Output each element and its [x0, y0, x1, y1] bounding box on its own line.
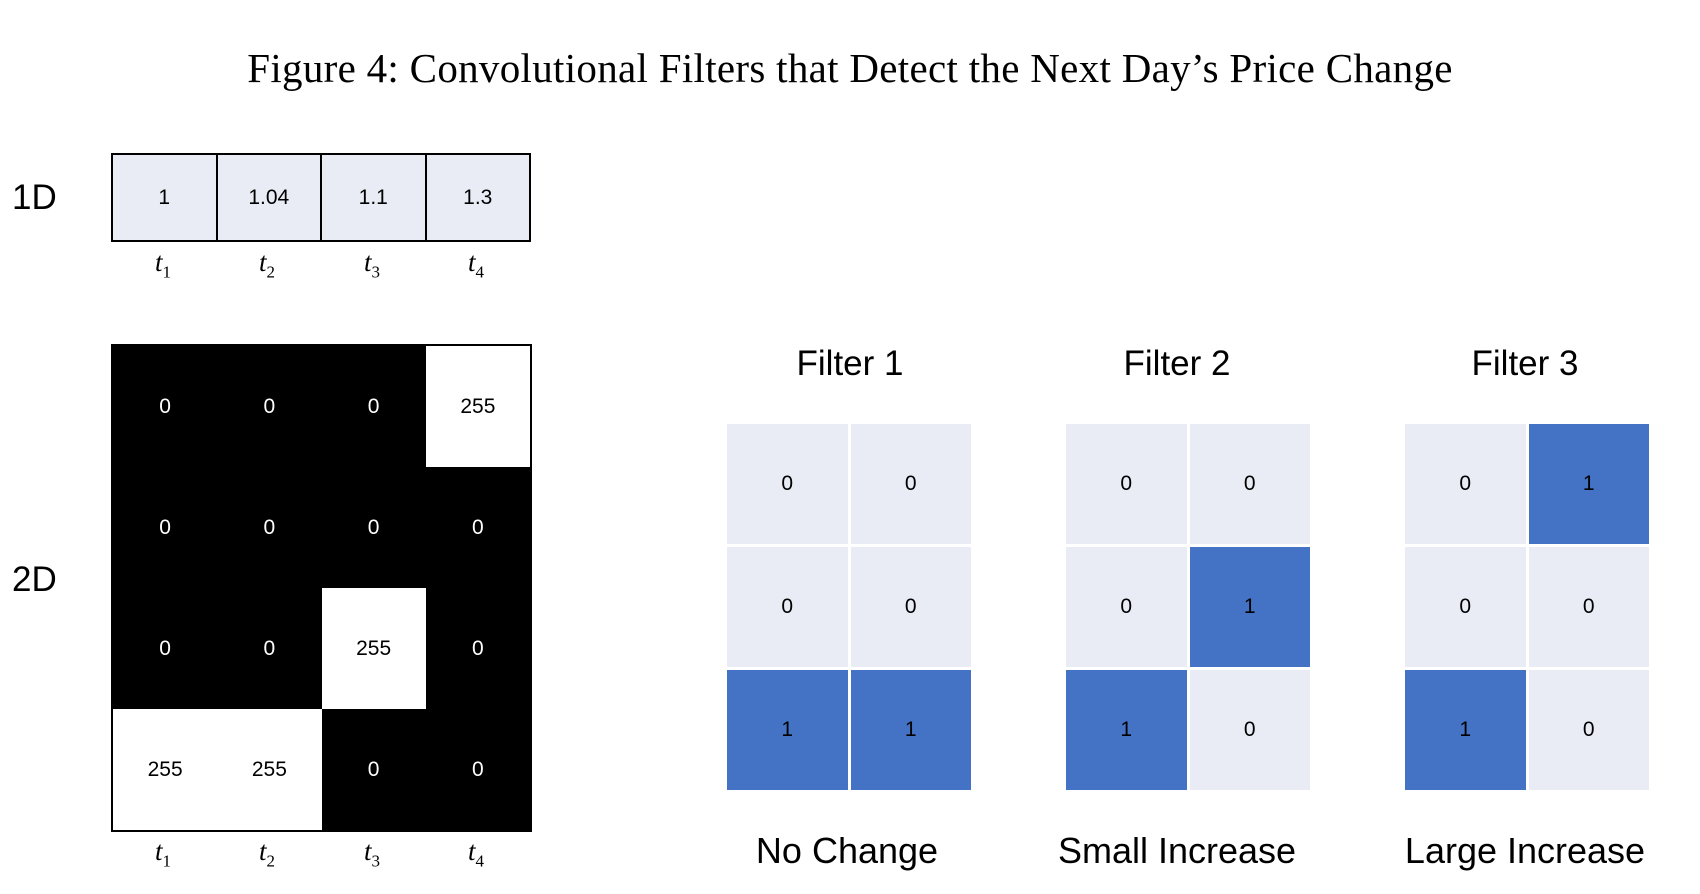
grid-1d: 1 1.04 1.1 1.3 [111, 153, 531, 242]
filter-cell: 0 [1189, 670, 1310, 790]
time-label-2d-t3: t3 [363, 836, 380, 871]
time-label-2d-t1: t1 [154, 836, 171, 871]
filter-cell: 0 [1189, 424, 1310, 544]
filter-cell: 0 [1528, 670, 1649, 790]
filter-2-caption: Small Increase [1057, 830, 1297, 871]
time-label-2d-t2: t2 [258, 836, 275, 871]
pixel-cell: 0 [425, 709, 530, 830]
pixel-cell: 0 [321, 467, 426, 588]
pixel-cell: 255 [425, 346, 530, 467]
time-label-2d-t4: t4 [467, 836, 484, 871]
pixel-cell: 0 [217, 346, 322, 467]
pixel-cell: 0 [321, 709, 426, 830]
filter-cell: 1 [1405, 670, 1526, 790]
grid-1d-cell: 1.1 [322, 155, 427, 240]
grid-1d-cell: 1.3 [463, 185, 493, 209]
row-label-1d: 1D [12, 178, 57, 217]
pixel-cell: 255 [113, 709, 218, 830]
grid-1d-cell: 1 [113, 155, 218, 240]
filter-1-grid: 0 0 0 0 1 1 [727, 424, 971, 790]
filter-cell: 0 [1066, 547, 1187, 667]
pixel-cell: 0 [217, 467, 322, 588]
pixel-cell: 0 [425, 467, 530, 588]
filter-cell: 0 [727, 547, 848, 667]
figure-title: Figure 4: Convolutional Filters that Det… [247, 45, 1453, 91]
filter-cell: 0 [1405, 547, 1526, 667]
filter-2-title: Filter 2 [1123, 344, 1231, 383]
filter-cell: 1 [727, 670, 848, 790]
pixel-cell: 255 [321, 588, 426, 709]
filter-3-caption: Large Increase [1404, 830, 1646, 871]
filter-1-caption: No Change [755, 830, 939, 871]
pixel-cell: 0 [321, 346, 426, 467]
filter-cell: 0 [850, 424, 971, 544]
filter-cell: 1 [850, 670, 971, 790]
filter-cell: 0 [1528, 547, 1649, 667]
filter-cell: 1 [1066, 670, 1187, 790]
row-label-2d: 2D [12, 560, 57, 599]
pixel-cell: 0 [217, 588, 322, 709]
filter-1-title: Filter 1 [796, 344, 904, 383]
pixel-cell: 0 [425, 588, 530, 709]
time-label-1d-t3: t3 [363, 247, 380, 282]
filter-cell: 0 [1405, 424, 1526, 544]
grid-2d: 0 0 0 255 0 0 0 0 0 0 255 0 255 255 0 0 [111, 344, 532, 832]
pixel-cell: 0 [113, 467, 218, 588]
grid-1d-cell: 1.04 [218, 155, 322, 240]
time-label-1d-t4: t4 [467, 247, 484, 282]
filter-2-grid: 0 0 0 1 1 0 [1066, 424, 1310, 790]
filter-cell: 1 [1528, 424, 1649, 544]
filter-3-grid: 0 1 0 0 1 0 [1405, 424, 1649, 790]
filter-cell: 0 [1066, 424, 1187, 544]
pixel-cell: 0 [113, 346, 218, 467]
pixel-cell: 0 [113, 588, 218, 709]
filter-cell: 0 [727, 424, 848, 544]
filter-cell: 0 [850, 547, 971, 667]
filter-3-title: Filter 3 [1471, 344, 1579, 383]
filter-cell: 1 [1189, 547, 1310, 667]
pixel-cell: 255 [217, 709, 322, 830]
time-label-1d-t2: t2 [258, 247, 275, 282]
time-label-1d-t1: t1 [154, 247, 171, 282]
